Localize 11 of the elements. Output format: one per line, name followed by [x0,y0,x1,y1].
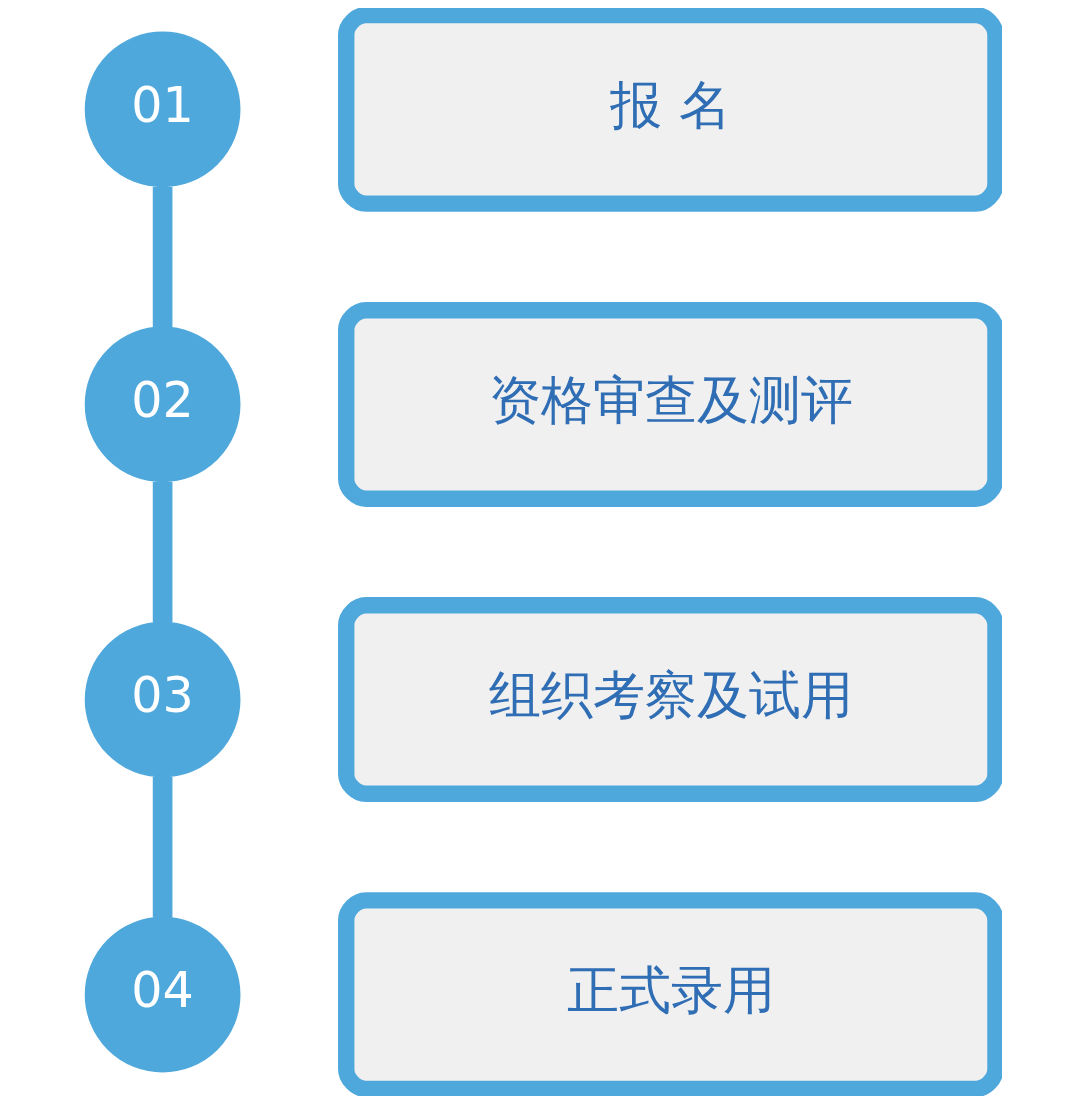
node-box: 资格审查及测评 [337,302,1002,507]
connector [152,482,172,623]
connector [152,186,172,328]
node-circle: 02 [84,326,240,483]
node-circle: 01 [84,31,240,188]
node-circle: 04 [84,916,240,1073]
connector [152,777,172,918]
node-circle: 03 [84,621,240,778]
node-box: 正式录用 [337,892,1002,1096]
node-box: 报 名 [337,8,1002,212]
node-box: 组织考察及试用 [337,597,1002,802]
